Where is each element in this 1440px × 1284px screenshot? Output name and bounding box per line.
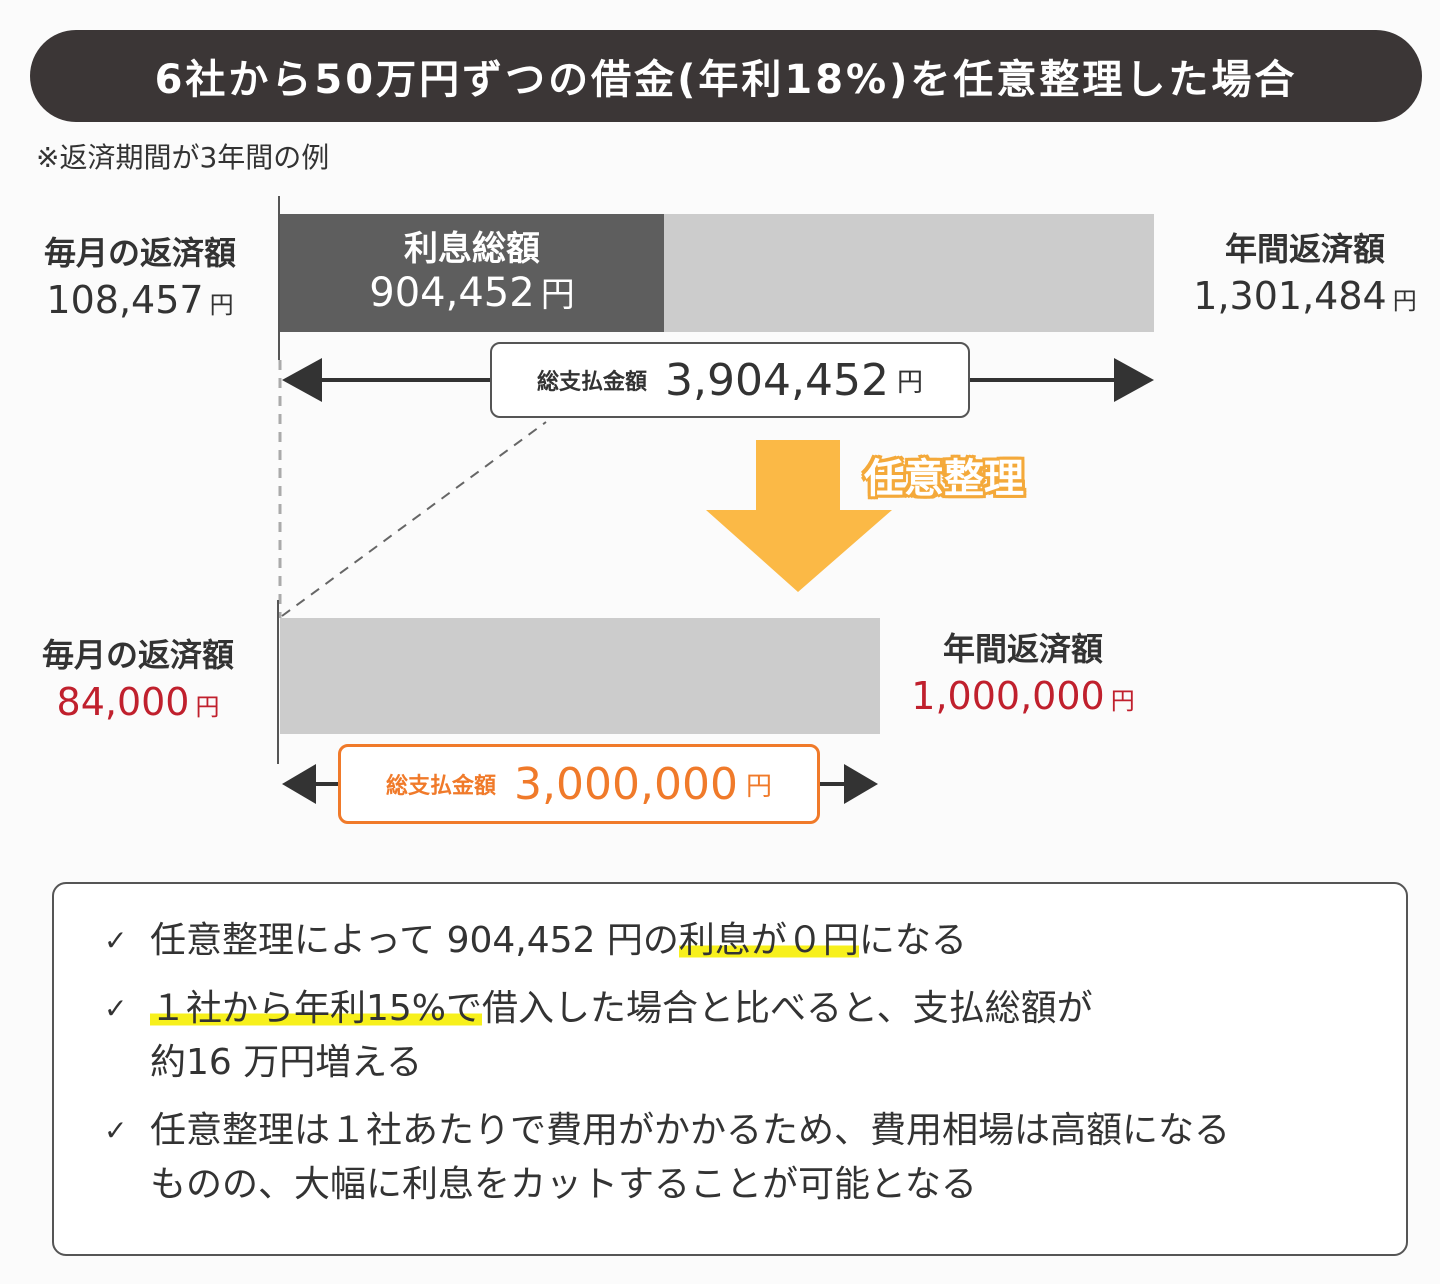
after-total-box: 総支払金額 3,000,000 円 xyxy=(338,744,820,824)
check-icon: ✓ xyxy=(104,992,128,1025)
right-arrowhead-icon xyxy=(844,764,878,804)
page-title: 6社から50万円ずつの借金(年利18%)を任意整理した場合 xyxy=(154,57,1298,103)
down-arrow-icon xyxy=(706,440,892,592)
highlight: 利息が０円 xyxy=(678,920,859,961)
check-icon: ✓ xyxy=(104,1114,128,1147)
after-total-value: 3,000,000 xyxy=(514,758,738,810)
after-total-label: 総支払金額 xyxy=(386,774,497,799)
after-axis-line xyxy=(277,600,279,764)
before-total-label: 総支払金額 xyxy=(537,370,648,395)
before-axis-line xyxy=(278,196,280,360)
summary-item: ✓ 任意整理によって 904,452 円の利息が０円になる xyxy=(104,914,1406,968)
interest-label: 利息総額 xyxy=(404,228,540,269)
left-arrowhead-icon xyxy=(282,358,322,402)
dashed-guide-lines xyxy=(278,360,547,618)
summary-item: ✓ 任意整理は１社あたりで費用がかかるため、費用相場は高額になる ものの、大幅に… xyxy=(104,1104,1406,1212)
voluntary-settlement-label: 任意整理 xyxy=(864,456,1024,502)
check-icon: ✓ xyxy=(104,924,128,957)
before-monthly-label: 毎月の返済額 xyxy=(43,234,236,272)
title-banner: 6社から50万円ずつの借金(年利18%)を任意整理した場合 xyxy=(30,30,1422,122)
before-total-box: 総支払金額 3,904,452 円 xyxy=(490,342,970,418)
period-note: ※返済期間が3年間の例 xyxy=(36,141,330,174)
summary-item: ✓ １社から年利15%で借入した場合と比べると、支払総額が 約16 万円増える xyxy=(104,982,1406,1090)
principal-bar-after xyxy=(280,618,880,734)
summary-box: ✓ 任意整理によって 904,452 円の利息が０円になる ✓ １社から年利15… xyxy=(52,882,1408,1256)
left-arrowhead-icon xyxy=(282,764,316,804)
principal-bar-before xyxy=(664,214,1154,332)
before-total-value: 3,904,452 xyxy=(665,354,889,406)
after-annual-label: 年間返済額 xyxy=(942,630,1103,668)
right-arrowhead-icon xyxy=(1114,358,1154,402)
after-monthly-label: 毎月の返済額 xyxy=(41,636,234,674)
highlight: １社から年利15%で xyxy=(150,988,483,1029)
before-annual-label: 年間返済額 xyxy=(1224,230,1385,268)
